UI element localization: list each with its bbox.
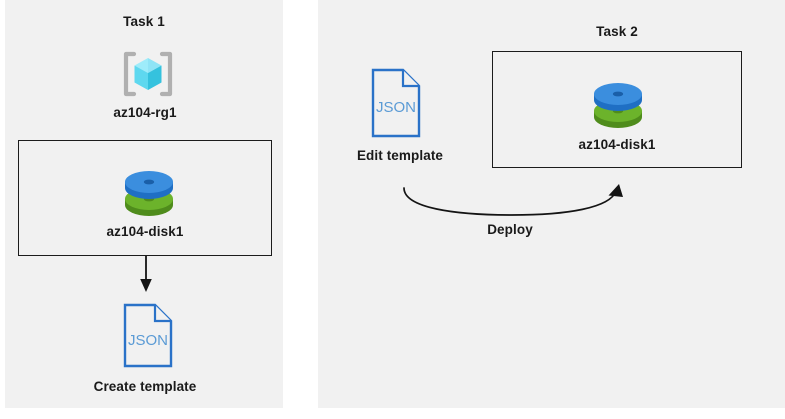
edit-template-label: Edit template (356, 148, 444, 163)
json-file-text-1: JSON (128, 332, 168, 349)
managed-disk-icon (122, 166, 176, 218)
create-template-arrow (126, 256, 166, 296)
disk-label-task2: az104-disk1 (578, 137, 656, 152)
json-file-icon: JSON (123, 303, 173, 368)
deploy-label: Deploy (487, 222, 533, 237)
resource-group-label: az104-rg1 (113, 105, 177, 120)
resource-group-icon (122, 50, 174, 98)
task2-title: Task 2 (596, 24, 638, 39)
json-file-icon: JSON (371, 68, 421, 138)
managed-disk-icon (591, 78, 645, 130)
create-template-label: Create template (93, 379, 197, 394)
disk-label-task1: az104-disk1 (106, 224, 184, 239)
task1-title: Task 1 (123, 14, 165, 29)
json-file-text-2: JSON (376, 99, 416, 116)
deploy-arrow (395, 182, 630, 230)
